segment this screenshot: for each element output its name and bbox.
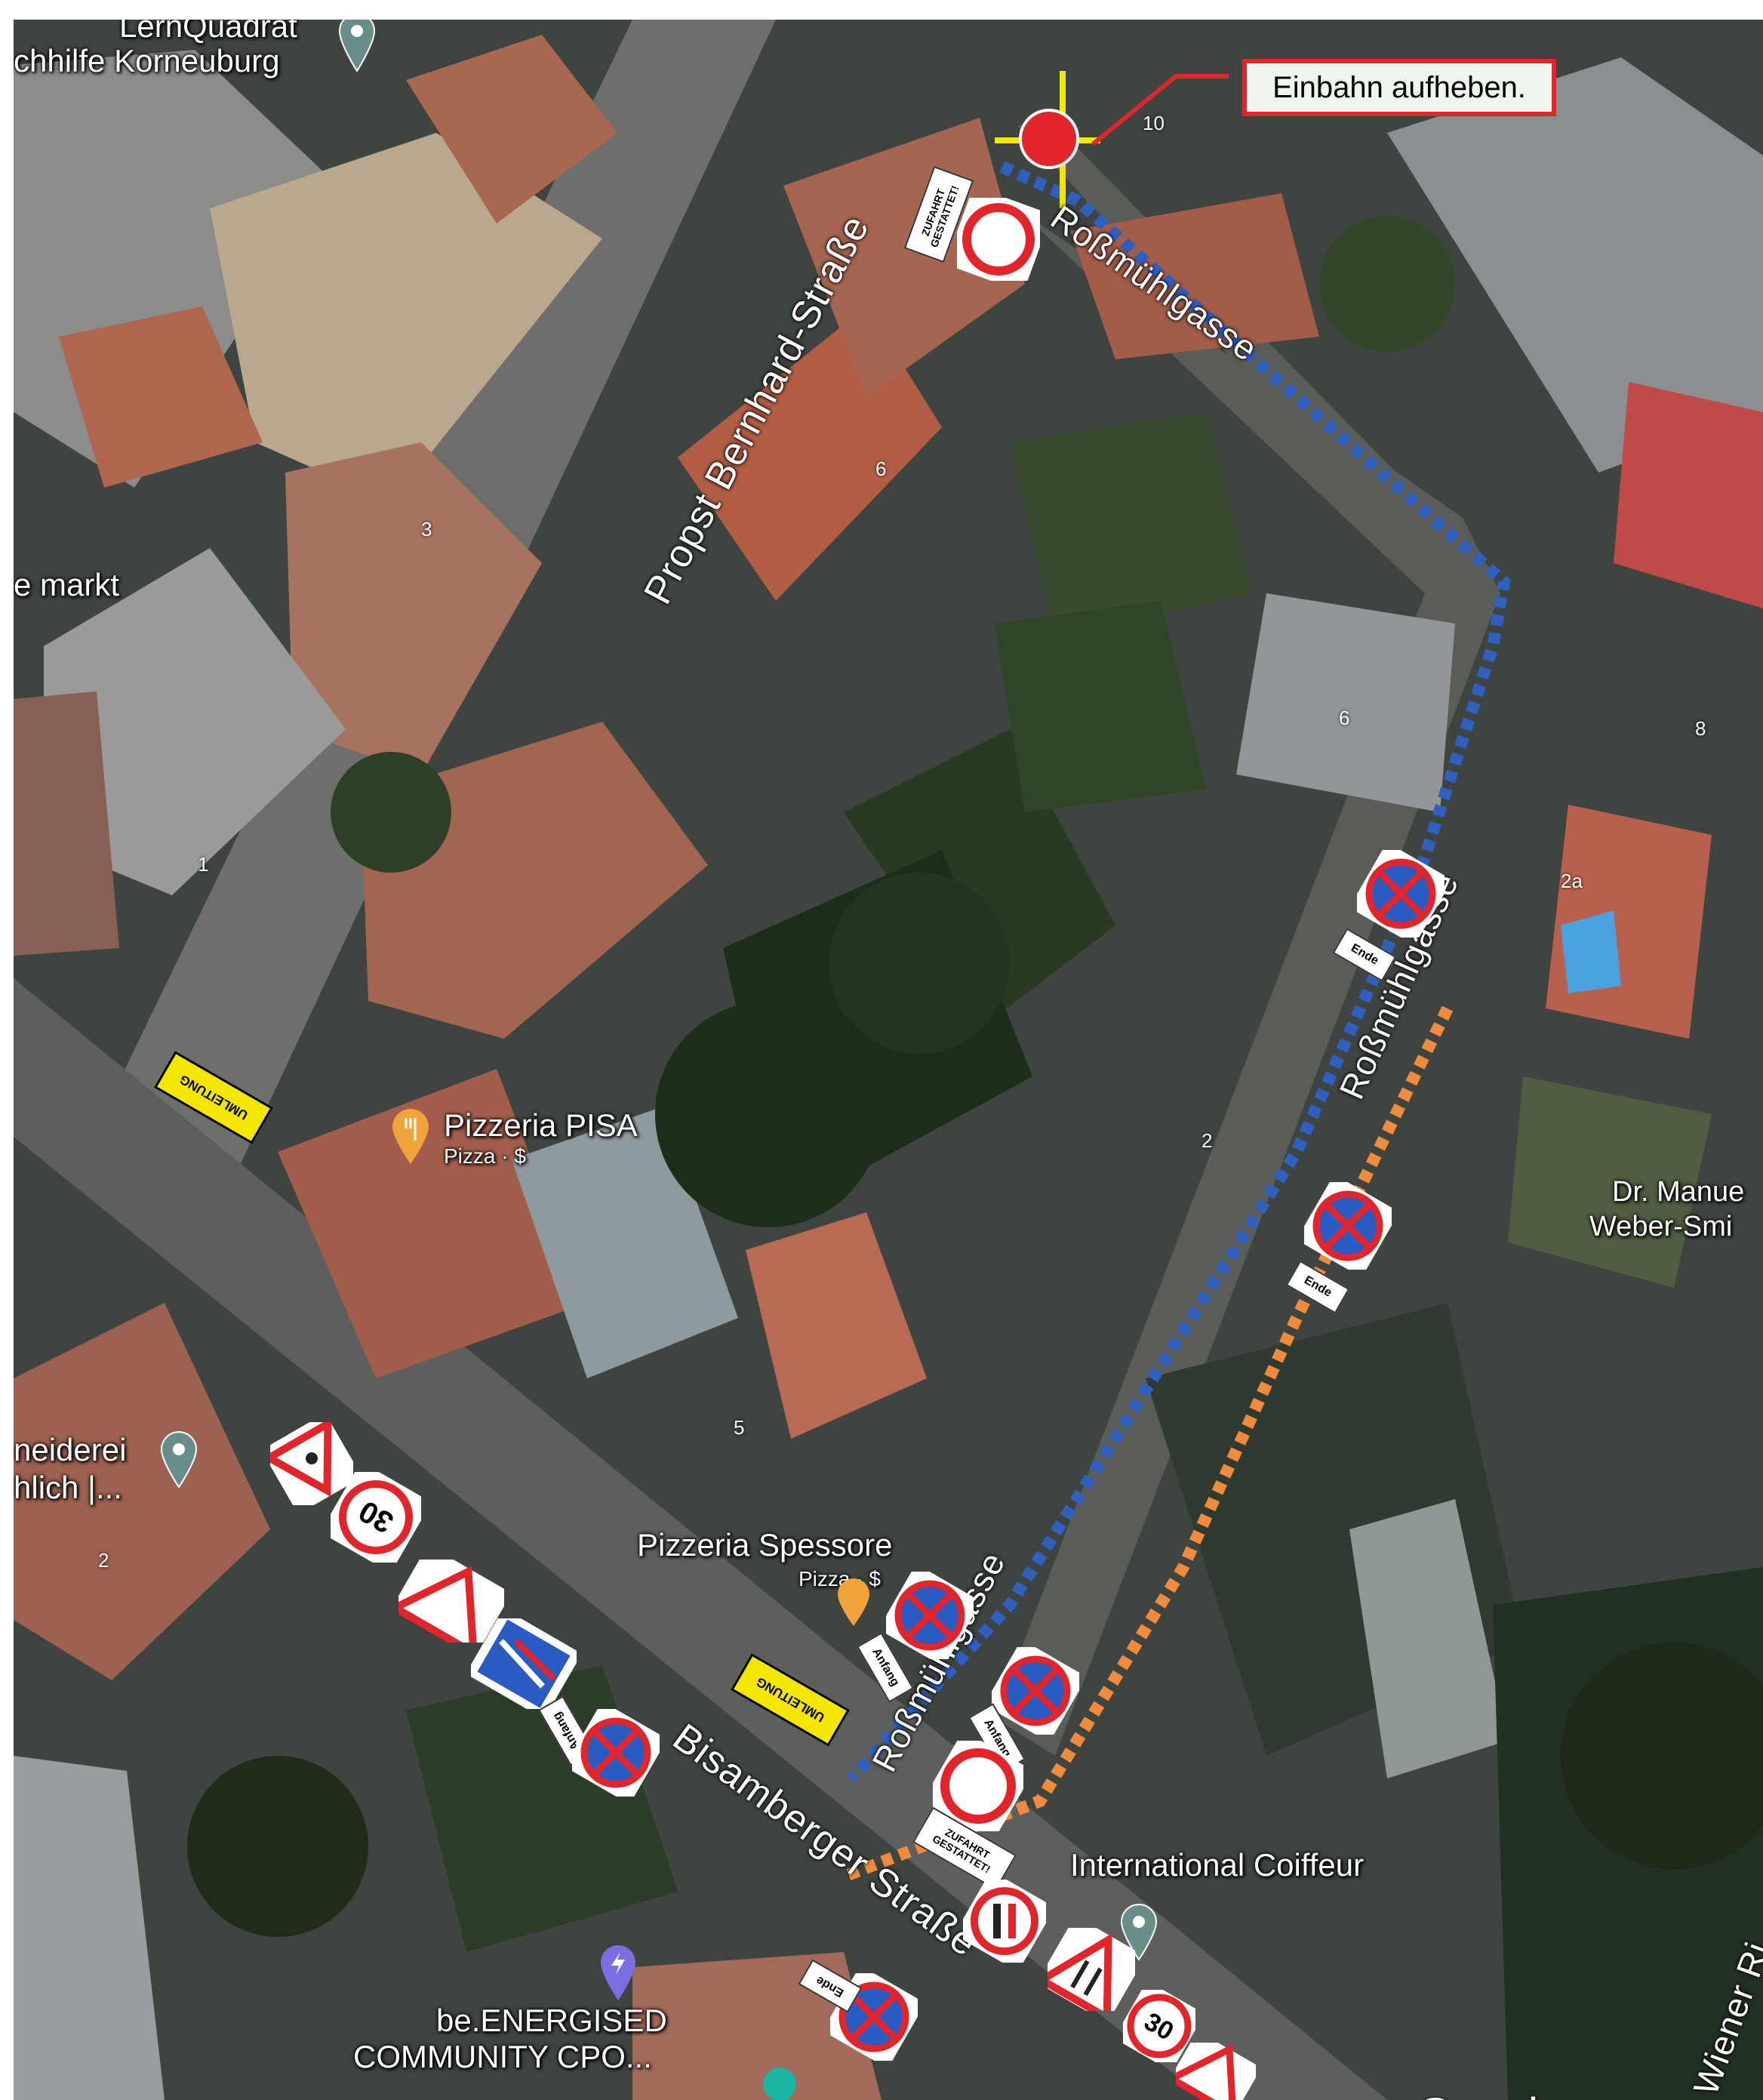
house-number: 5	[734, 1416, 745, 1439]
place-label-dr-1: Dr. Manue	[1612, 1176, 1745, 1208]
no-stopping-sign-icon	[1304, 1182, 1392, 1270]
no-stopping-sign-icon	[886, 1572, 974, 1659]
no-overtaking-sign-icon	[963, 1880, 1046, 1963]
road-narrows-sign-icon	[1048, 1928, 1135, 2011]
charging-pin-icon[interactable]	[599, 1945, 637, 2002]
house-number: 2	[98, 1549, 109, 1572]
house-number: 3	[421, 518, 432, 540]
house-number: 6	[1339, 707, 1350, 729]
place-label-markt: e markt	[14, 567, 120, 602]
map-imagery	[14, 20, 1763, 2100]
place-label-international-coiffeur[interactable]: International Coiffeur	[1070, 1847, 1365, 1883]
house-number: 2a	[1561, 870, 1583, 892]
roadworks-sign-icon	[1176, 2043, 1256, 2100]
place-label-energised-2: COMMUNITY CPO...	[353, 2039, 652, 2074]
place-label-pizzeria-pisa-sub: Pizza · $	[444, 1144, 526, 1168]
place-label-schneiderei-2: hlich |...	[14, 1470, 122, 1505]
priority-oncoming-sign-icon	[471, 1618, 577, 1709]
no-stopping-sign-icon	[572, 1709, 660, 1797]
no-vehicles-sign-icon	[933, 1741, 1023, 1831]
house-number: 6	[875, 457, 887, 480]
road-narrows-sign-icon	[398, 1560, 504, 1643]
place-label-pizzeria-spessore[interactable]: Pizzeria Spessore	[637, 1527, 893, 1563]
no-stopping-sign-icon	[1019, 109, 1079, 169]
no-stopping-sign-icon	[1357, 850, 1445, 938]
no-stopping-sign-icon	[992, 1647, 1079, 1735]
house-number: 1	[198, 853, 209, 876]
house-number: 2	[1201, 1129, 1213, 1152]
restaurant-pin-icon[interactable]	[836, 1578, 871, 1627]
roadworks-sign-icon	[270, 1422, 353, 1505]
callout-box: Einbahn aufheben.	[1242, 59, 1556, 116]
google-attribution: Google	[1417, 2088, 1563, 2100]
no-vehicles-sign-icon	[957, 198, 1040, 281]
place-label-nachhilfe: chhilfe Korneuburg	[14, 43, 280, 79]
place-pin-icon[interactable]	[761, 2065, 798, 2100]
place-label-schneiderei-1: neiderei	[14, 1432, 127, 1467]
place-label-lernquadrat: LernQuadrat	[119, 20, 297, 44]
route-blue	[847, 161, 1511, 1783]
place-pin-icon[interactable]	[1120, 1904, 1158, 1961]
place-pin-icon[interactable]	[338, 20, 376, 72]
place-label-dr-2: Weber-Smi	[1589, 1211, 1733, 1242]
place-label-pizzeria-pisa[interactable]: Pizzeria PISA	[444, 1107, 638, 1143]
house-number: 10	[1143, 112, 1165, 134]
speed-limit-sign-icon: 30	[331, 1472, 421, 1563]
restaurant-pin-icon[interactable]	[391, 1108, 430, 1165]
house-number: 8	[1695, 717, 1706, 740]
speed-limit-sign-icon: 30	[1123, 1990, 1195, 2062]
route-overlay	[842, 71, 1511, 1883]
satellite-map[interactable]: LernQuadrat chhilfe Korneuburg e markt P…	[14, 20, 1763, 2100]
place-label-energised-1: be.ENERGISED	[436, 2003, 667, 2038]
place-pin-icon[interactable]	[160, 1431, 198, 1489]
